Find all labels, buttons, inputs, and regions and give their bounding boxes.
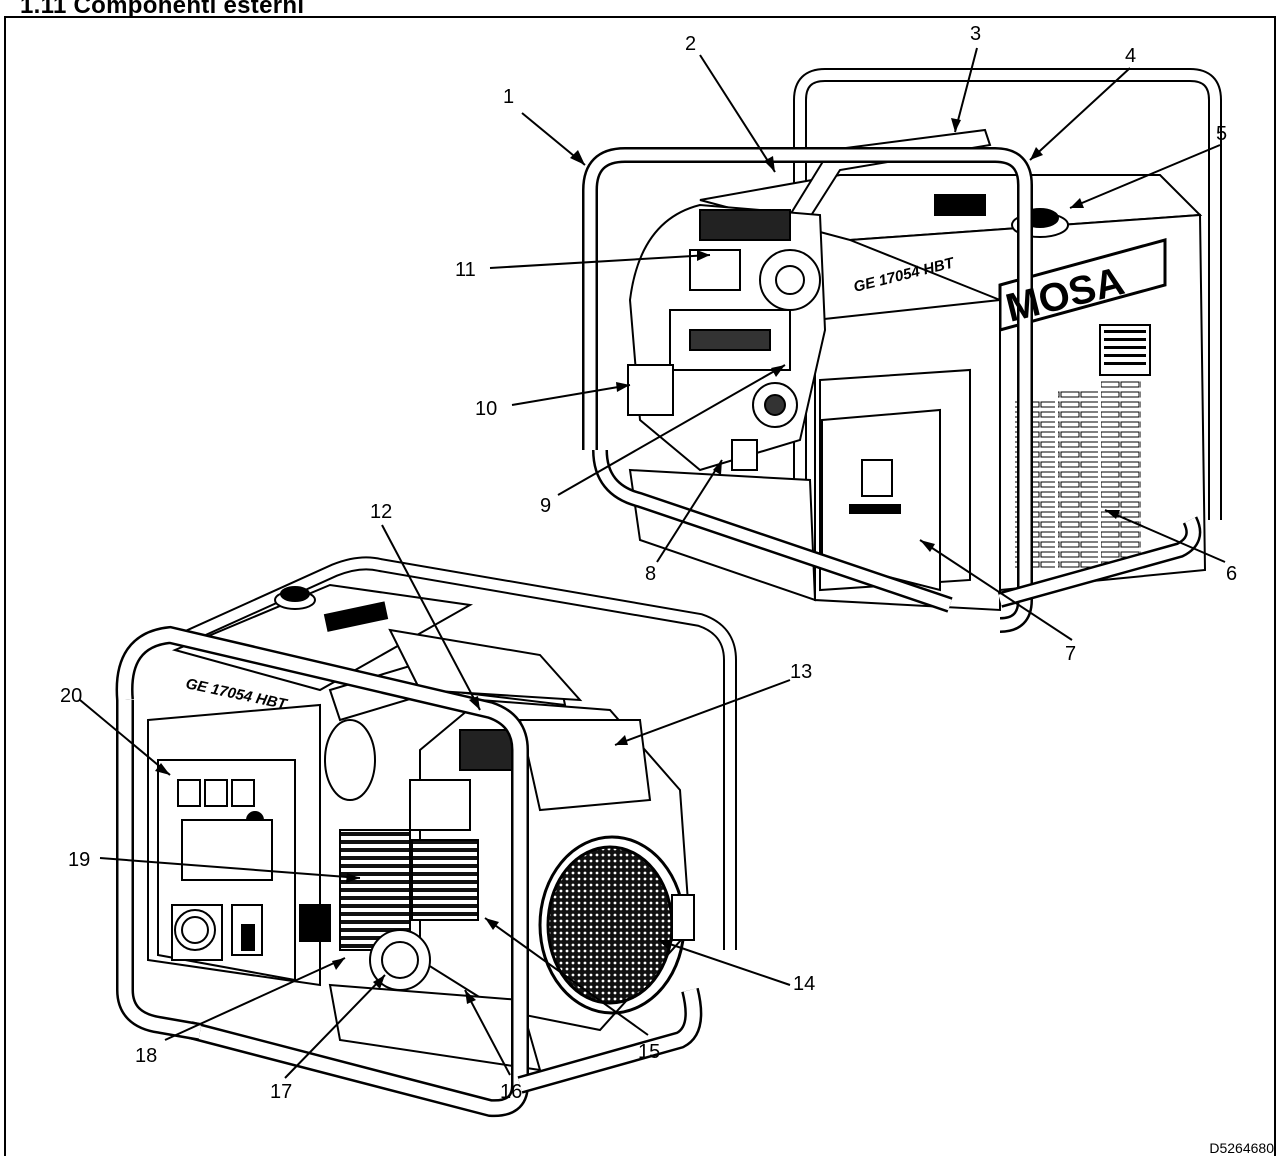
callout-4: 4	[1125, 45, 1136, 67]
callout-13: 13	[790, 661, 812, 683]
callout-5: 5	[1216, 123, 1227, 145]
callout-20: 20	[60, 685, 82, 707]
callout-3: 3	[970, 23, 981, 45]
callout-15: 15	[638, 1041, 660, 1063]
callout-18: 18	[135, 1045, 157, 1067]
callout-17: 17	[270, 1081, 292, 1103]
callout-11: 11	[455, 259, 476, 281]
generator-rear-view	[582, 68, 1222, 633]
callout-14: 14	[793, 973, 815, 995]
callout-1: 1	[503, 86, 514, 108]
callout-7: 7	[1065, 643, 1076, 665]
callout-labels: 1 2 3 4 5 6 7 8 9 10 11 12 13 14 15 16 1…	[60, 23, 1237, 1103]
drawing-code: D5264680	[1209, 1140, 1274, 1156]
callout-2: 2	[685, 33, 696, 55]
callout-6: 6	[1226, 563, 1237, 585]
model-plate-lower: GE 17054 HBT	[184, 675, 290, 713]
leader-lines	[79, 47, 1226, 1079]
callout-16: 16	[500, 1081, 522, 1103]
generator-front-view	[115, 556, 737, 1118]
leader-arrowheads	[155, 118, 1120, 1004]
callout-9: 9	[540, 495, 551, 517]
section-heading: 1.11 Componenti esterni	[20, 0, 305, 19]
figure-frame	[4, 16, 1276, 1156]
callout-10: 10	[475, 398, 497, 420]
callout-19: 19	[68, 849, 90, 871]
callout-12: 12	[370, 501, 392, 523]
callout-8: 8	[645, 563, 656, 585]
